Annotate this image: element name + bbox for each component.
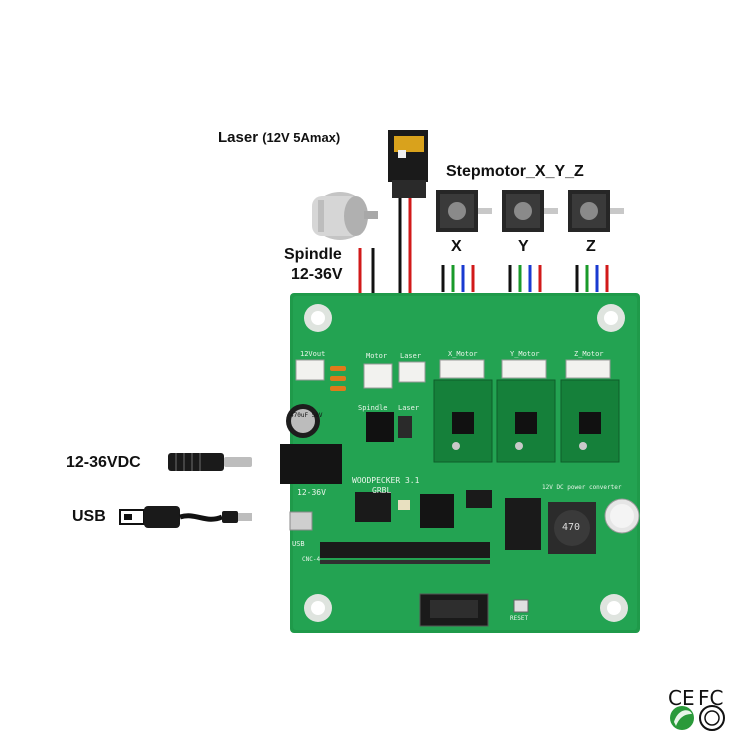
silk-board-name: WOODPECKER 3.1 xyxy=(352,476,420,485)
rohs-icon xyxy=(670,706,694,730)
mounting-hole xyxy=(304,594,332,622)
stepper-driver-y xyxy=(496,379,556,463)
ccc-icon xyxy=(699,705,725,731)
silk-motor: Motor xyxy=(366,352,388,360)
stepper-driver-z xyxy=(560,379,620,463)
pcb-board xyxy=(280,293,640,633)
axis-y-label: Y xyxy=(518,238,529,255)
spindle-motor-icon xyxy=(312,192,378,240)
silk-laser: Laser xyxy=(400,352,422,360)
mounting-hole xyxy=(597,304,625,332)
silk-laser-tag: Laser xyxy=(398,404,420,412)
usb-cable-icon xyxy=(119,506,252,528)
silk-cnc: CNC-4 xyxy=(302,556,321,563)
mounting-hole xyxy=(600,594,628,622)
power-input-label: 12-36VDC xyxy=(66,454,141,471)
connector-laser xyxy=(398,361,426,383)
laser-label: Laser (12V 5Amax) xyxy=(218,129,340,146)
pin-header xyxy=(320,542,490,558)
silk-converter: 12V DC power converter xyxy=(542,484,622,491)
silk-reset: RESET xyxy=(510,615,529,622)
dc-jack xyxy=(280,444,342,484)
laser-module-icon xyxy=(388,130,428,198)
ce-mark: CE xyxy=(668,686,695,710)
capacitor-large xyxy=(286,404,320,438)
stepper-motor-z-icon xyxy=(568,190,624,232)
laser-label-text: Laser xyxy=(218,129,259,146)
connector-y-motor xyxy=(501,359,547,379)
fc-mark: FC xyxy=(698,686,724,710)
silk-12vout: 12Vout xyxy=(300,350,326,358)
stepper-motor-y-icon xyxy=(502,190,558,232)
laser-spec-text: (12V 5Amax) xyxy=(262,130,341,145)
usb-label: USB xyxy=(72,508,106,525)
spindle-voltage-label: 12-36V xyxy=(291,266,343,283)
axis-z-label: Z xyxy=(586,238,596,255)
stepper-driver-x xyxy=(433,379,493,463)
connector-z-motor xyxy=(565,359,611,379)
connector-x-motor xyxy=(439,359,485,379)
usb-port xyxy=(289,511,313,531)
dc-power-plug-icon xyxy=(168,453,252,471)
silk-cap: 470uF 50V xyxy=(290,412,323,419)
wires xyxy=(358,196,609,293)
silk-inductor: 470 xyxy=(562,522,581,533)
connector-motor xyxy=(363,363,393,389)
connector-12vout xyxy=(295,359,325,381)
reset-button xyxy=(513,599,529,613)
silk-spindle: Spindle xyxy=(358,404,388,412)
stepmotor-label: Stepmotor_X_Y_Z xyxy=(446,163,584,180)
silk-usb: USB xyxy=(292,540,305,548)
mounting-hole xyxy=(304,304,332,332)
silk-x-motor: X_Motor xyxy=(448,350,478,358)
silk-firmware: GRBL xyxy=(372,486,392,495)
axis-x-label: X xyxy=(451,238,462,255)
silk-y-motor: Y_Motor xyxy=(510,350,540,358)
stepper-motor-x-icon xyxy=(436,190,492,232)
capacitor-small xyxy=(604,498,640,534)
silk-dc-jack: 12-36V xyxy=(297,488,326,497)
spindle-label: Spindle xyxy=(284,246,342,263)
silk-z-motor: Z_Motor xyxy=(574,350,604,358)
